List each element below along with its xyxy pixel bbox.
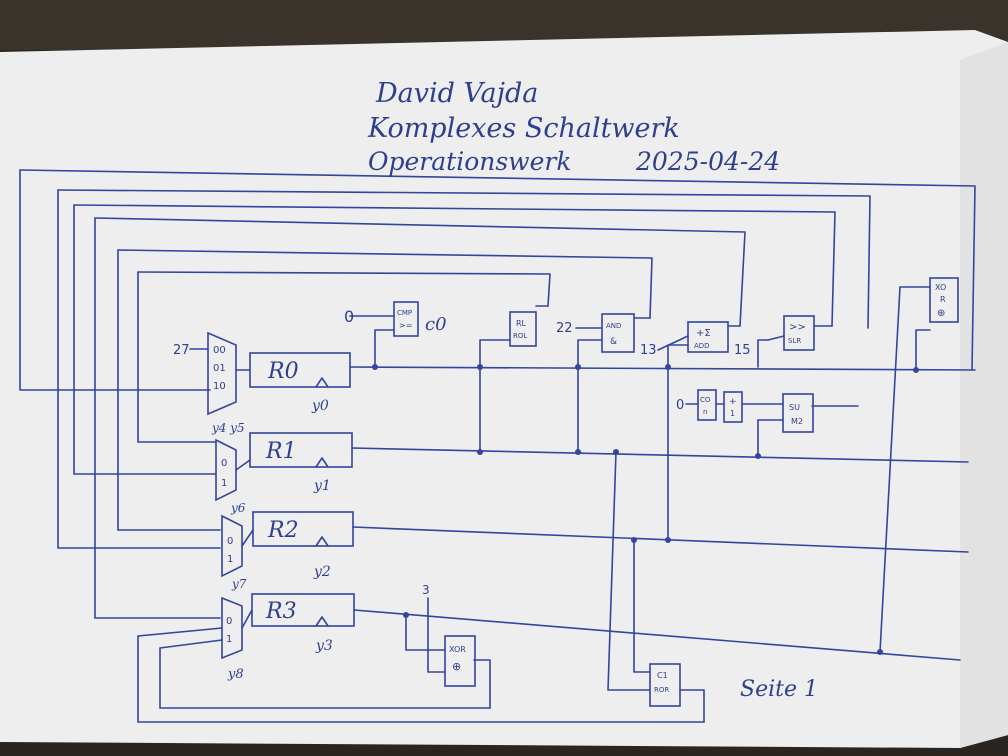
plus1-unit <box>723 391 743 423</box>
shl-wires <box>767 325 833 341</box>
mux-0-select: y4 y5 <box>211 421 245 435</box>
mux-2-in-1: 1 <box>227 554 233 565</box>
xor-bottom-const-in: 3 <box>422 583 430 597</box>
cmp-op: >= <box>399 321 412 330</box>
shl-unit <box>783 315 815 351</box>
cmp-label: CMP <box>397 309 412 317</box>
xor-top-label-2: R <box>940 295 946 304</box>
co-op: n <box>703 408 707 416</box>
sub-unit <box>782 393 814 433</box>
add-const-in: 13 <box>640 343 657 358</box>
sub-label: SU <box>789 403 800 412</box>
mux-3-in-1: 1 <box>226 634 232 645</box>
author-name: David Vajda <box>375 78 538 109</box>
register-r3-label: R3 <box>265 599 297 624</box>
co-unit <box>697 389 717 421</box>
register-r1-label: R1 <box>265 439 297 464</box>
xor-bottom-op: ⊕ <box>452 660 461 673</box>
add-wires <box>657 325 741 351</box>
rol-unit <box>509 311 537 347</box>
ror-op: ROR <box>654 686 669 694</box>
register-r0-clock: y0 <box>311 398 329 414</box>
register-r0-label: R0 <box>267 359 299 384</box>
mux-0-in-01: 01 <box>213 363 226 374</box>
cmp-const-in: 0 <box>344 307 354 326</box>
xor-bottom-label: XOR <box>449 645 466 654</box>
mux-0-in-10: 10 <box>213 381 226 392</box>
mux-1-in-0: 0 <box>221 458 227 469</box>
co-label: CO <box>700 396 711 404</box>
mux-0-in-00: 00 <box>213 345 226 356</box>
register-r2-label: R2 <box>267 518 299 543</box>
xor-top-op: ⊕ <box>937 308 945 319</box>
cmp-out-flag: c0 <box>425 314 447 335</box>
xor-bottom-unit <box>444 635 476 687</box>
register-r1 <box>235 432 353 471</box>
paper-edge <box>960 42 1008 748</box>
sub-op: M2 <box>791 417 803 426</box>
plus1-label: + <box>729 397 737 407</box>
mux-1-in-1: 1 <box>221 478 227 489</box>
and-op: & <box>610 337 617 347</box>
add-label: +Σ <box>696 328 711 339</box>
junction-dots <box>372 364 919 655</box>
mux-0 <box>207 331 237 416</box>
and-const-in: 22 <box>556 321 573 336</box>
shl-op: SLR <box>788 337 801 345</box>
mux-1 <box>215 438 237 502</box>
feedback-wires <box>19 169 976 619</box>
xor-top-label: XO <box>935 283 946 292</box>
register-r0 <box>235 352 351 388</box>
and-label: AND <box>606 322 621 330</box>
register-r3-clock: y3 <box>315 638 333 654</box>
register-buses <box>137 286 976 723</box>
mux-2-select: y7 <box>231 577 247 591</box>
diagram-date: 2025-04-24 <box>635 147 780 176</box>
shl-const-in: 15 <box>734 343 751 358</box>
register-r2 <box>241 511 354 547</box>
and-unit <box>601 313 635 353</box>
plus1-op: 1 <box>730 409 735 418</box>
xor-top-unit <box>929 277 959 323</box>
mux-2 <box>221 514 243 578</box>
diagram-title: Komplexes Schaltwerk <box>367 113 680 144</box>
paper-sheet <box>0 30 1008 748</box>
add-op: ADD <box>694 342 710 350</box>
mux-3 <box>221 596 243 660</box>
mux-3-select: y8 <box>227 667 244 682</box>
rol-op: ROL <box>513 332 527 340</box>
mux-2-in-0: 0 <box>227 536 233 547</box>
add-unit <box>687 321 729 353</box>
ror-unit <box>649 663 681 707</box>
register-r2-clock: y2 <box>313 564 331 580</box>
page-label: Seite 1 <box>740 677 818 702</box>
mux-3-in-0: 0 <box>226 616 232 627</box>
rol-label: RL <box>516 319 527 328</box>
const-zero: 0 <box>676 398 684 413</box>
shl-label: >> <box>789 322 806 333</box>
mux-1-select: y6 <box>230 501 246 515</box>
mux-0-const-in: 27 <box>173 343 190 358</box>
ror-label: C1 <box>657 671 668 680</box>
cmp-unit <box>349 301 419 337</box>
register-r1-clock: y1 <box>313 478 331 494</box>
diagram-subtitle: Operationswerk <box>368 147 571 176</box>
